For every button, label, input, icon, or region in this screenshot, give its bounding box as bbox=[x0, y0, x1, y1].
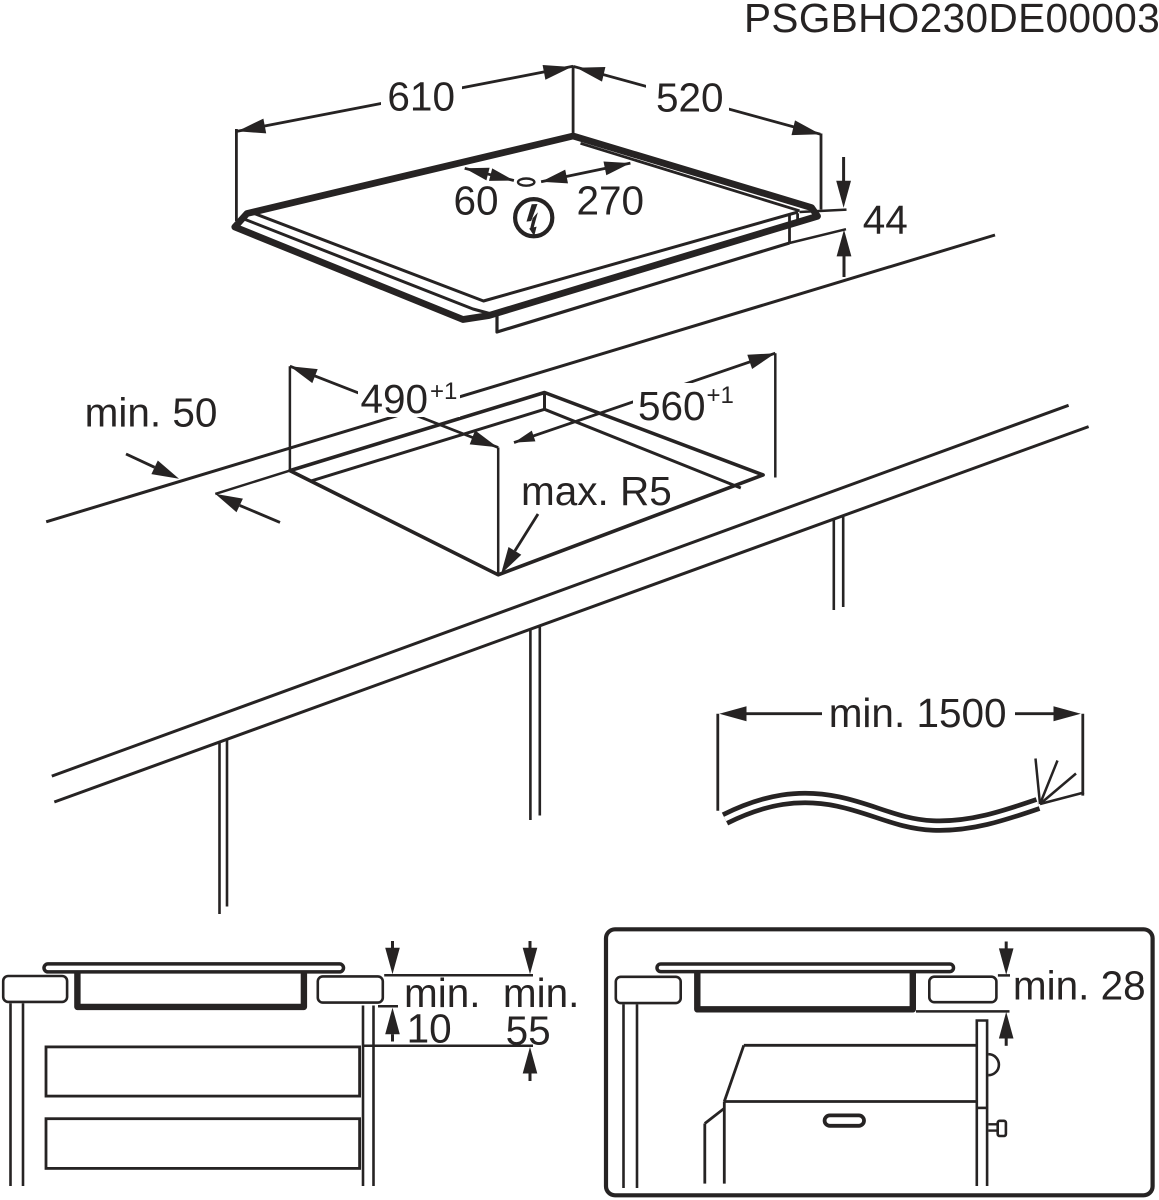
svg-text:60: 60 bbox=[454, 178, 499, 224]
svg-text:min.: min. bbox=[503, 970, 580, 1016]
svg-text:520: 520 bbox=[656, 75, 724, 121]
svg-text:min. 50: min. 50 bbox=[85, 390, 218, 436]
svg-text:55: 55 bbox=[506, 1008, 551, 1054]
svg-text:min. 1500: min. 1500 bbox=[829, 690, 1007, 736]
svg-text:490: 490 bbox=[361, 376, 429, 422]
svg-text:max. R5: max. R5 bbox=[521, 468, 672, 514]
svg-text:44: 44 bbox=[863, 197, 908, 243]
svg-text:min. 28: min. 28 bbox=[1013, 963, 1146, 1009]
svg-text:560: 560 bbox=[638, 383, 706, 429]
svg-text:10: 10 bbox=[407, 1006, 452, 1052]
svg-text:PSGBHO230DE00003: PSGBHO230DE00003 bbox=[744, 0, 1159, 41]
svg-text:+1: +1 bbox=[430, 378, 457, 405]
svg-text:min.: min. bbox=[404, 970, 481, 1016]
svg-text:+1: +1 bbox=[707, 382, 734, 409]
svg-text:270: 270 bbox=[577, 178, 645, 224]
svg-text:610: 610 bbox=[387, 74, 455, 120]
